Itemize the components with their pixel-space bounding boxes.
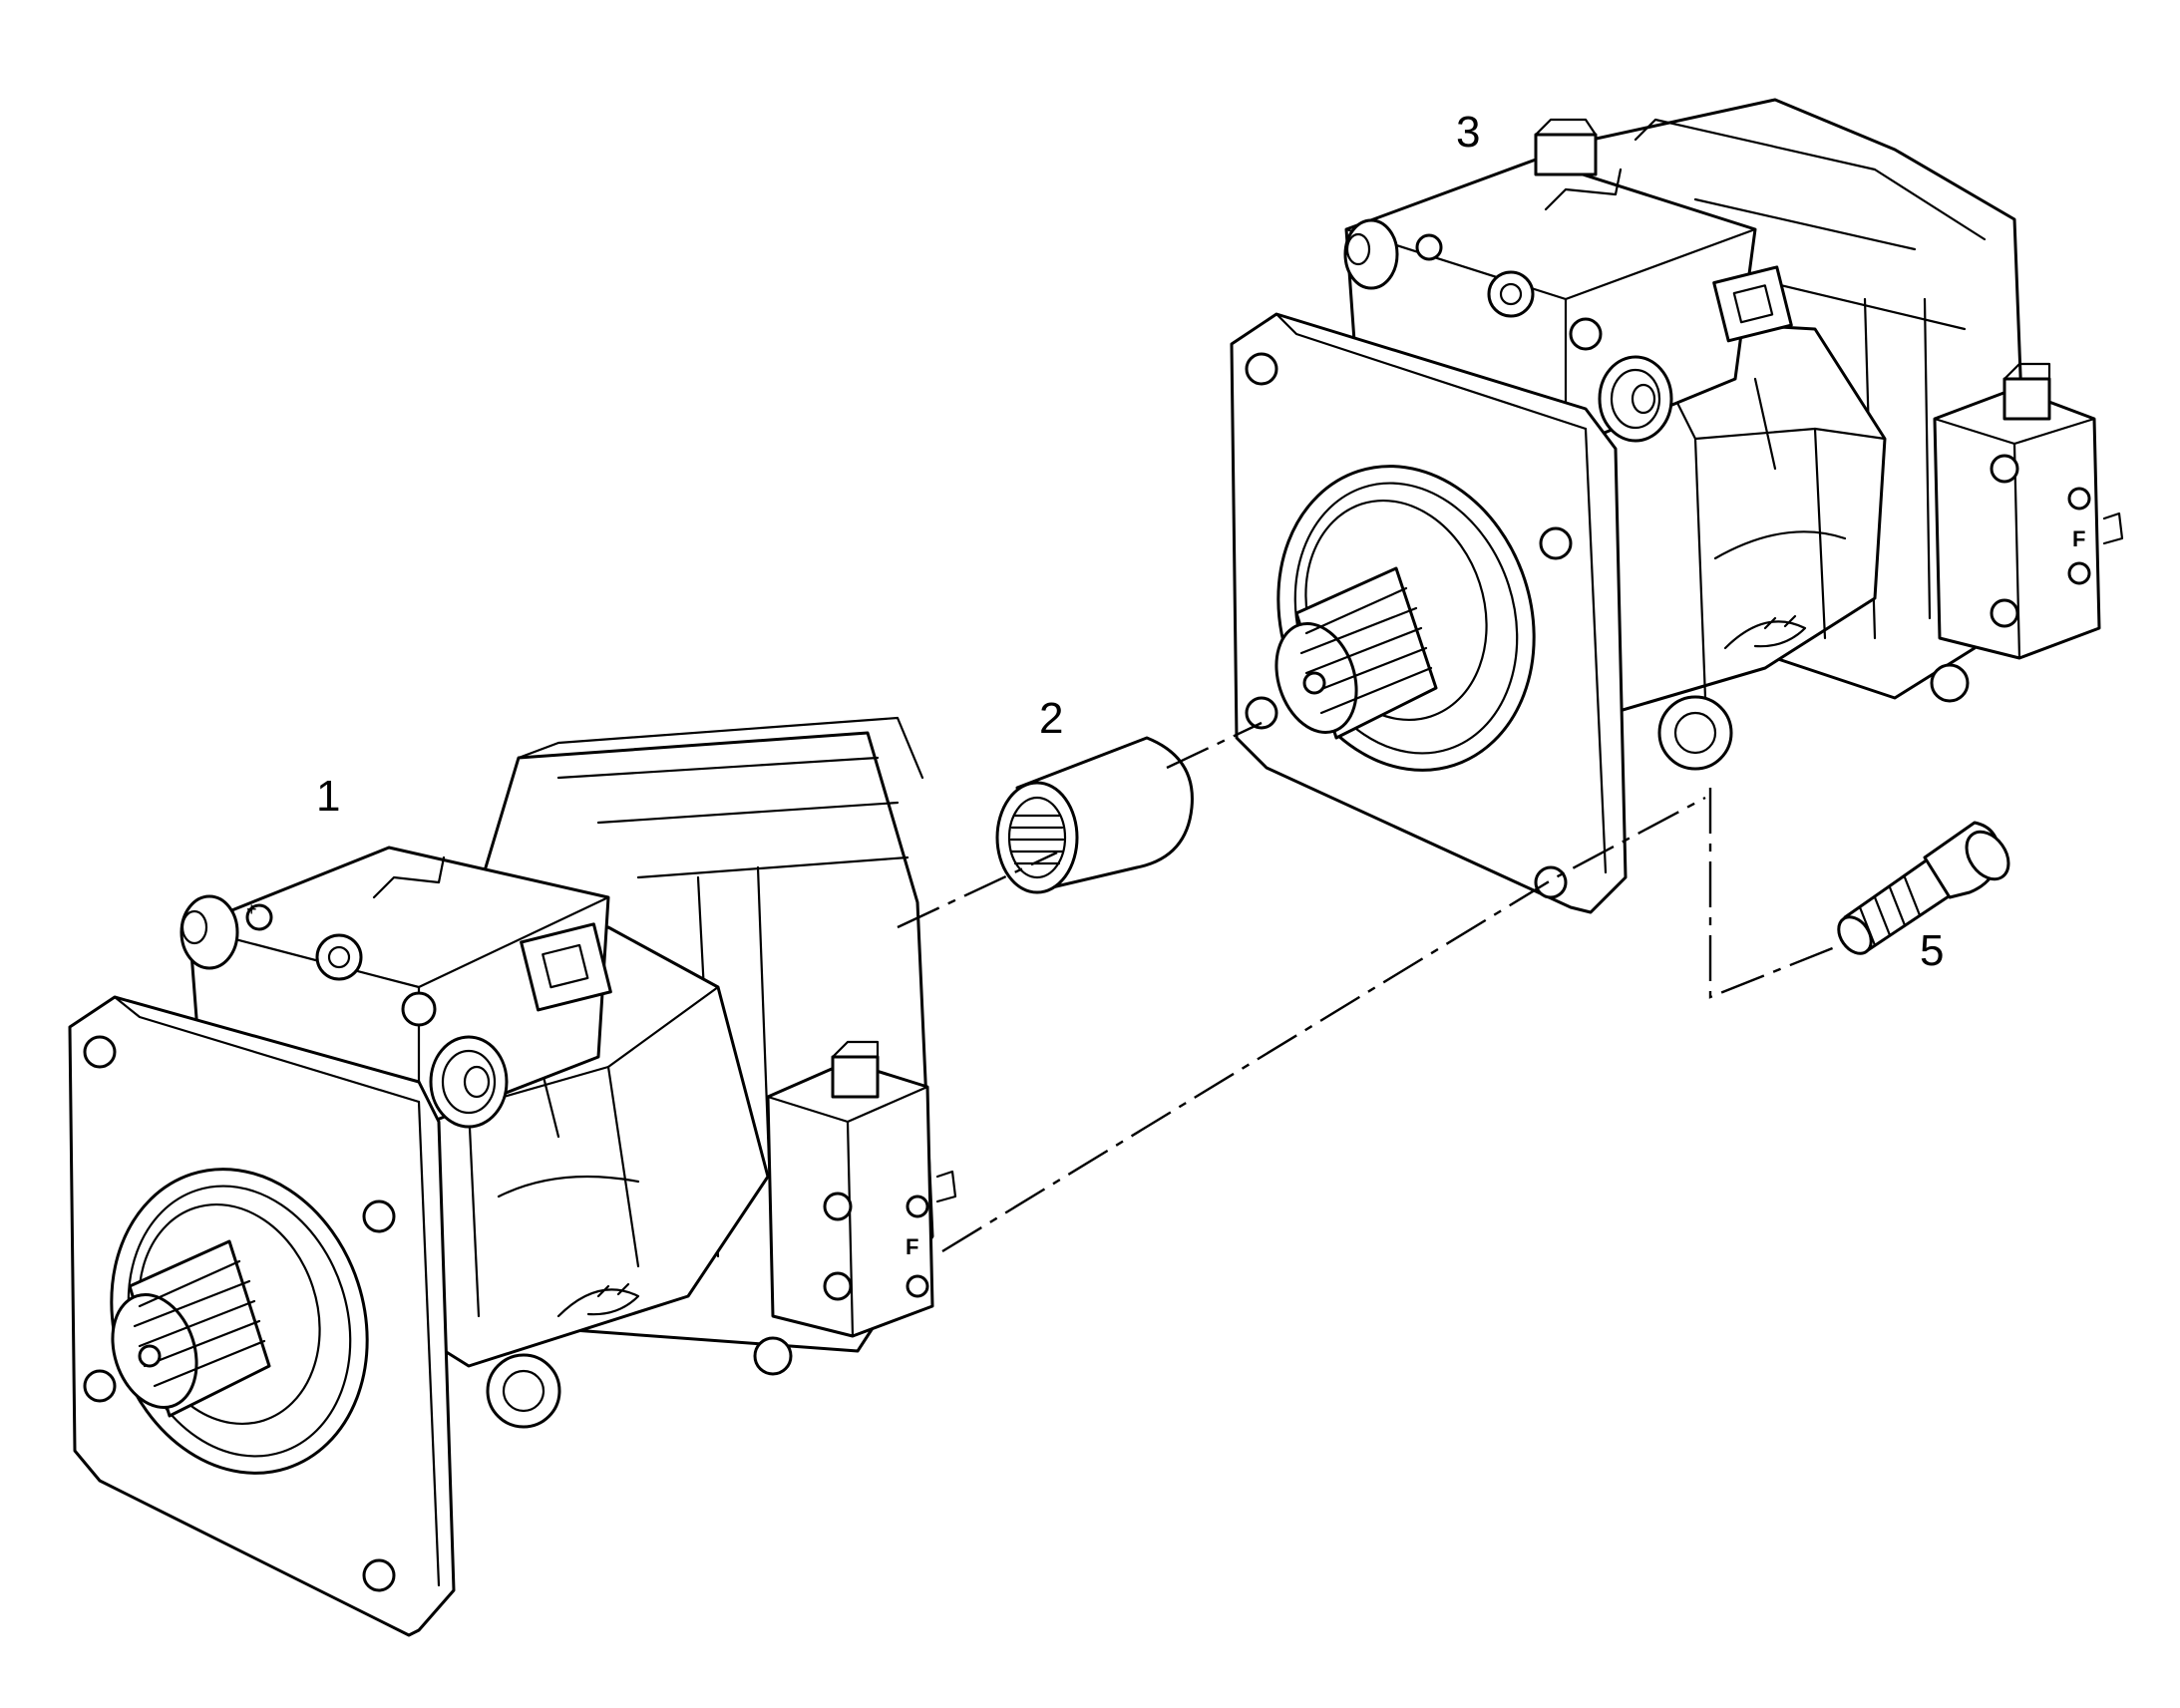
port-f-marking-3: F bbox=[2072, 526, 2085, 551]
port-f-marking-1: F bbox=[906, 1234, 918, 1259]
mounting-flange-3 bbox=[1230, 312, 1628, 914]
pressure-valve-3: F bbox=[1933, 362, 2124, 660]
pump-assembly-1: + bbox=[68, 716, 957, 1637]
coupling-sleeve-2 bbox=[995, 736, 1194, 894]
callout-5: 5 bbox=[1920, 926, 1944, 975]
callout-1: 1 bbox=[316, 772, 340, 821]
coupling-axis-line bbox=[1166, 721, 1263, 770]
screw-leader-line bbox=[1708, 788, 1836, 999]
cap-screw-5 bbox=[1837, 821, 2010, 955]
pump-assembly-3: F bbox=[1230, 98, 2124, 914]
pressure-valve-1: F bbox=[766, 1040, 957, 1338]
callout-3: 3 bbox=[1456, 108, 1480, 157]
plus-marking: + bbox=[246, 899, 257, 919]
mounting-flange-1 bbox=[68, 995, 456, 1637]
shaft-axis-line bbox=[897, 851, 1058, 929]
callout-2: 2 bbox=[1039, 694, 1063, 743]
bolt-axis-line bbox=[941, 796, 1706, 1253]
assembly-center-lines bbox=[897, 721, 1836, 1253]
